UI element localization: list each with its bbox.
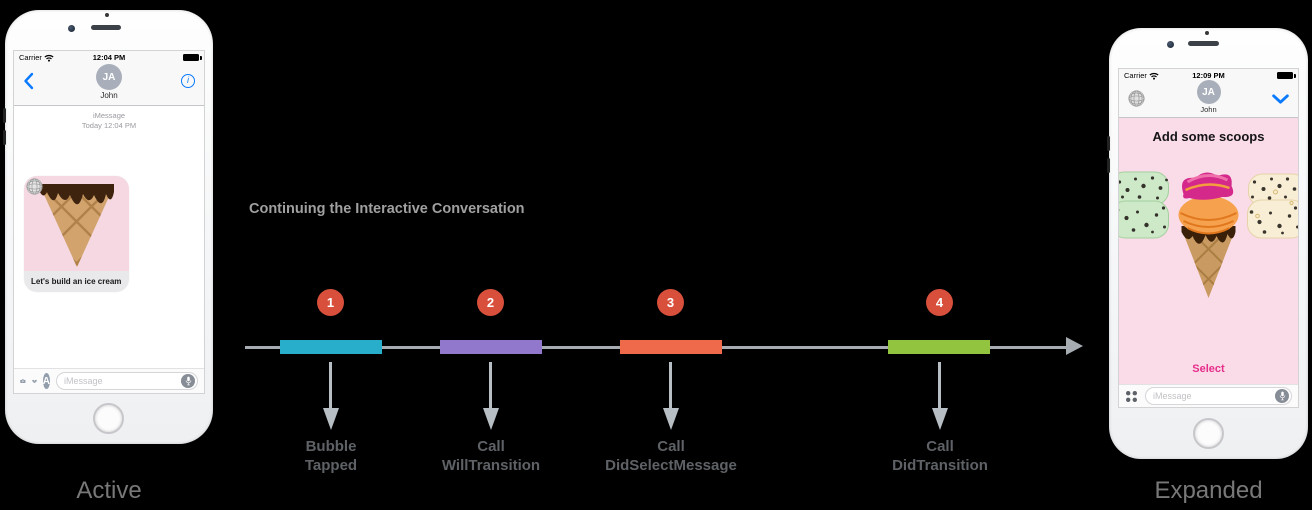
timeline-title: Continuing the Interactive Conversation bbox=[249, 201, 525, 217]
battery-icon bbox=[183, 54, 202, 61]
status-bar: Carrier 12:04 PM bbox=[14, 51, 204, 64]
info-icon[interactable]: i bbox=[181, 74, 195, 88]
chevron-down-icon[interactable] bbox=[1272, 94, 1289, 104]
earpiece-speaker bbox=[1188, 41, 1219, 46]
back-chevron-icon[interactable] bbox=[23, 72, 34, 90]
down-arrow-stem-4 bbox=[938, 362, 941, 410]
volume-up-button[interactable] bbox=[1107, 136, 1110, 151]
ice-cream-cone-image bbox=[24, 176, 129, 271]
microphone-icon[interactable] bbox=[1275, 389, 1289, 403]
down-arrowhead-icon-4 bbox=[932, 408, 948, 430]
wifi-icon bbox=[44, 54, 54, 62]
step-number-2: 2 bbox=[486, 295, 495, 310]
step-badge-4: 4 bbox=[926, 289, 953, 316]
digital-touch-heart-icon[interactable] bbox=[31, 375, 37, 388]
carrier-label: Carrier bbox=[19, 53, 42, 62]
volume-up-button[interactable] bbox=[3, 108, 6, 123]
step-number-4: 4 bbox=[935, 295, 944, 310]
down-arrow-stem-2 bbox=[489, 362, 492, 410]
timeline-axis-arrowhead-icon bbox=[1066, 337, 1083, 355]
app-drawer-icon[interactable] bbox=[1125, 390, 1138, 403]
expanded-phone-screen: Carrier 12:09 PM bbox=[1118, 68, 1299, 408]
proximity-sensor-dot bbox=[105, 13, 109, 17]
conversation-timestamp: Today 12:04 PM bbox=[81, 120, 137, 130]
home-button[interactable] bbox=[1193, 418, 1224, 449]
home-button[interactable] bbox=[93, 403, 124, 434]
battery-icon bbox=[1277, 72, 1296, 79]
cone-graphic bbox=[39, 184, 114, 267]
step-label-4: Call DidTransition bbox=[892, 438, 988, 474]
clock: 12:09 PM bbox=[1192, 71, 1225, 80]
contact-name: John bbox=[100, 91, 118, 100]
sticker-app-icon[interactable] bbox=[1128, 90, 1145, 107]
carrier-label: Carrier bbox=[1124, 71, 1147, 80]
message-composer bbox=[1119, 384, 1298, 407]
earpiece-speaker bbox=[91, 25, 121, 30]
active-phone-screen: Carrier 12:04 PM bbox=[13, 50, 205, 394]
active-state-label: Active bbox=[76, 477, 142, 504]
step-label-1: Bubble Tapped bbox=[304, 438, 358, 474]
step-number-1: 1 bbox=[326, 295, 335, 310]
scoop-options-image bbox=[1119, 171, 1299, 300]
imessage-input[interactable] bbox=[1153, 391, 1275, 401]
front-camera-dot bbox=[68, 25, 75, 32]
expanded-phone-frame: Carrier 12:09 PM bbox=[1107, 28, 1308, 459]
avatar[interactable]: JA bbox=[96, 64, 122, 90]
camera-icon[interactable] bbox=[20, 375, 26, 387]
messages-header: Carrier 12:09 PM bbox=[1119, 69, 1298, 118]
step-label-3: Call DidSelectMessage bbox=[605, 438, 737, 474]
message-input-field bbox=[56, 372, 198, 390]
cookies-cream-scoops-image[interactable] bbox=[1247, 173, 1299, 239]
wifi-icon bbox=[1149, 72, 1159, 80]
avatar-initials: JA bbox=[1202, 86, 1215, 98]
step-label-2: Call WillTransition bbox=[441, 438, 541, 474]
step-badge-1: 1 bbox=[317, 289, 344, 316]
expanded-state-label: Expanded bbox=[1154, 477, 1263, 504]
down-arrowhead-icon-2 bbox=[483, 408, 499, 430]
conversation-area: iMessage Today 12:04 PM bbox=[14, 106, 204, 368]
status-bar: Carrier 12:09 PM bbox=[1119, 69, 1298, 82]
clock: 12:04 PM bbox=[92, 53, 126, 62]
message-composer: A bbox=[14, 368, 204, 393]
cone-with-scoops-image[interactable] bbox=[1168, 172, 1250, 300]
sticker-app-badge-icon bbox=[26, 178, 43, 195]
service-label: iMessage bbox=[92, 111, 126, 120]
avatar[interactable]: JA bbox=[1196, 80, 1221, 104]
message-bubble[interactable]: Let's build an ice cream bbox=[24, 176, 129, 292]
avatar-initials: JA bbox=[102, 71, 116, 83]
message-input-field bbox=[1145, 387, 1292, 405]
microphone-icon[interactable] bbox=[181, 374, 195, 388]
step-number-3: 3 bbox=[666, 295, 675, 310]
message-caption: Let's build an ice cream bbox=[24, 271, 129, 292]
step-badge-2: 2 bbox=[477, 289, 504, 316]
timeline-segment-4 bbox=[888, 340, 990, 354]
proximity-sensor-dot bbox=[1205, 31, 1209, 35]
conversation-nav-bar: JA John bbox=[1119, 80, 1298, 117]
down-arrow-stem-1 bbox=[329, 362, 332, 410]
mint-scoops-image[interactable] bbox=[1119, 171, 1169, 239]
active-phone-frame: Carrier 12:04 PM bbox=[3, 10, 213, 444]
timeline-segment-3 bbox=[620, 340, 722, 354]
contact-name: John bbox=[1200, 105, 1217, 114]
messages-header: Carrier 12:04 PM bbox=[14, 51, 204, 106]
timeline-segment-2 bbox=[440, 340, 542, 354]
conversation-nav-bar: JA John i bbox=[14, 64, 204, 105]
volume-down-button[interactable] bbox=[1107, 158, 1110, 173]
volume-down-button[interactable] bbox=[3, 130, 6, 145]
step-badge-3: 3 bbox=[657, 289, 684, 316]
imessage-apps-icon[interactable]: A bbox=[42, 373, 50, 389]
imessage-input[interactable] bbox=[64, 376, 181, 386]
sheet-title: Add some scoops bbox=[1152, 129, 1265, 144]
front-camera-dot bbox=[1167, 41, 1174, 48]
down-arrow-stem-3 bbox=[669, 362, 672, 410]
down-arrowhead-icon-1 bbox=[323, 408, 339, 430]
select-button[interactable]: Select bbox=[1192, 363, 1225, 375]
timeline-segment-1 bbox=[280, 340, 382, 354]
sticker-app-sheet: Add some scoops bbox=[1119, 118, 1298, 384]
down-arrowhead-icon-3 bbox=[663, 408, 679, 430]
